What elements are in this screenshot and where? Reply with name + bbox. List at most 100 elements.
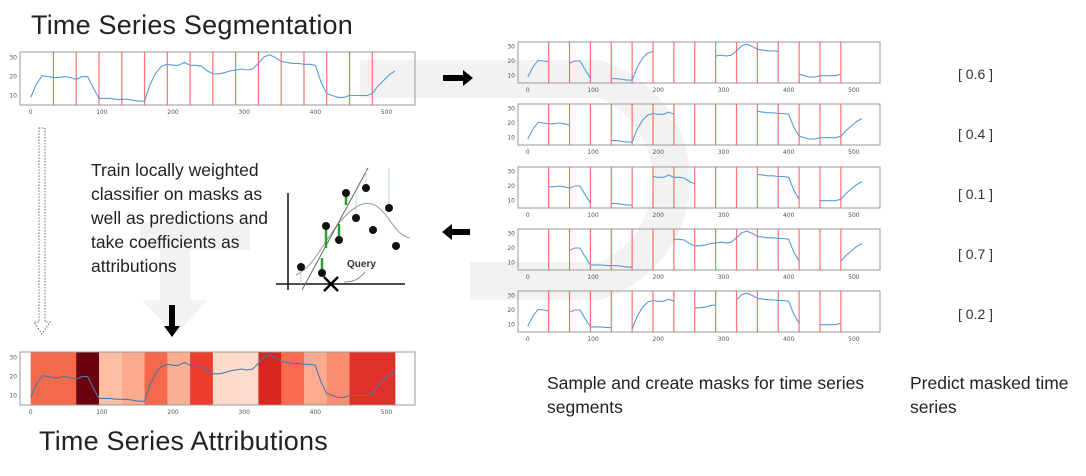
attribution-cell: [235, 352, 259, 405]
x-tick-label: 300: [718, 149, 730, 156]
prediction-score: [ 0.1 ]: [958, 186, 994, 202]
attribution-cell: [30, 352, 54, 405]
y-tick-label: 10: [9, 93, 17, 100]
y-tick-label: 30: [507, 230, 515, 237]
x-tick-label: 100: [587, 212, 599, 219]
attribution-cell: [303, 352, 328, 405]
series-line: [798, 73, 821, 78]
series-line: [527, 122, 549, 140]
series-line: [30, 54, 396, 102]
series-line: [548, 185, 570, 189]
series-line: [590, 326, 612, 329]
series-line: [673, 238, 696, 247]
series-line: [840, 243, 862, 262]
attribution-cell: [372, 352, 396, 405]
arrow-down-icon: [164, 305, 180, 337]
series-line: [757, 297, 779, 302]
series-line: [757, 173, 779, 177]
series-line: [611, 202, 633, 206]
query-label: Query: [347, 259, 376, 270]
residuals: [320, 193, 348, 273]
x-tick-label: 0: [526, 274, 530, 281]
x-tick-label: 0: [526, 87, 530, 94]
series-line: [820, 135, 842, 139]
x-tick-label: 300: [238, 409, 250, 416]
prediction-score: [ 0.2 ]: [958, 306, 994, 322]
series-line: [569, 309, 591, 328]
sample-caption: Sample and create masks for time series …: [547, 373, 865, 417]
gray-arrow-left-body: [140, 222, 250, 250]
series-line: [736, 230, 758, 239]
plot-frame: [19, 351, 416, 406]
train-caption: Train locally weighted classifier on mas…: [91, 160, 269, 276]
x-tick-label: 500: [381, 409, 393, 416]
series-line: [527, 59, 549, 78]
x-tick-label: 200: [653, 87, 665, 94]
attribution-cell: [121, 352, 145, 405]
prediction-score: [ 0.7 ]: [958, 246, 994, 262]
x-tick-label: 0: [526, 336, 530, 343]
y-tick-label: 30: [507, 43, 515, 50]
series-line: [715, 50, 737, 57]
attribution-cell: [212, 352, 236, 405]
series-line: [694, 304, 716, 309]
series-line: [611, 78, 633, 81]
attribution-cell: [281, 352, 305, 405]
y-tick-label: 20: [507, 120, 515, 127]
series-line: [631, 50, 654, 81]
attribution-cell: [99, 352, 123, 405]
x-tick-label: 400: [783, 336, 795, 343]
y-tick-label: 30: [507, 106, 515, 113]
x-tick-label: 400: [783, 149, 795, 156]
series-line: [715, 237, 737, 244]
x-tick-label: 400: [783, 87, 795, 94]
linear-fit: [301, 167, 369, 291]
arrow-right-icon: [443, 70, 473, 86]
gray-arrow-down-body: [160, 250, 190, 305]
y-tick-label: 10: [507, 260, 515, 267]
series-line: [778, 237, 800, 262]
x-tick-label: 500: [381, 109, 393, 116]
series-line: [798, 135, 821, 140]
curved-arrow-shape: [360, 60, 691, 300]
series-line: [736, 43, 758, 52]
attributions-title: Time Series Attributions: [39, 426, 328, 456]
y-tick-label: 30: [9, 355, 17, 362]
attribution-cell: [190, 352, 214, 405]
series-line: [527, 308, 549, 327]
series-line: [840, 118, 862, 137]
series-line: [569, 247, 591, 266]
prediction-score: [ 0.4 ]: [958, 126, 994, 142]
plot-frame: [517, 290, 881, 333]
x-tick-label: 500: [848, 149, 860, 156]
attribution-cell: [76, 352, 100, 405]
x-tick-label: 0: [29, 109, 33, 116]
attribution-cell: [53, 352, 77, 405]
x-tick-label: 500: [848, 87, 860, 94]
x-tick-label: 100: [96, 409, 108, 416]
series-line: [757, 48, 779, 53]
local-model-illustration: Query: [276, 167, 411, 292]
series-line: [569, 185, 591, 203]
x-tick-label: 0: [526, 149, 530, 156]
series-line: [590, 264, 612, 267]
series-line: [631, 113, 654, 143]
prediction-score: [ 0.6 ]: [958, 66, 994, 82]
x-tick-label: 100: [587, 336, 599, 343]
series-line: [652, 111, 675, 116]
series-line: [778, 300, 800, 324]
series-line: [652, 298, 675, 303]
series-line: [778, 113, 800, 137]
plot-frame: [517, 166, 881, 209]
y-tick-label: 20: [9, 374, 17, 381]
series-line: [840, 180, 862, 200]
x-tick-label: 300: [718, 87, 730, 94]
x-tick-label: 100: [587, 274, 599, 281]
